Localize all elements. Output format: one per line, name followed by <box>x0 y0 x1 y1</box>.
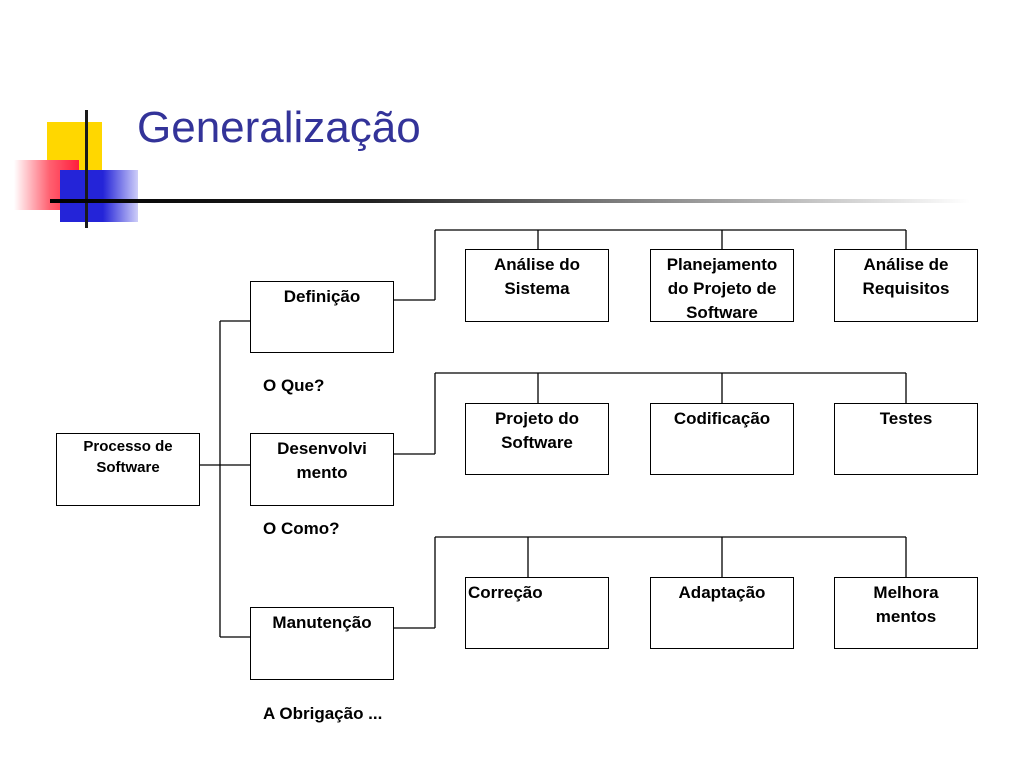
title-rule <box>50 199 970 203</box>
child-testes: Testes <box>834 403 978 475</box>
phase-manutencao: Manutenção <box>250 607 394 680</box>
phase-desenvolvimento: Desenvolvi mento <box>250 433 394 506</box>
note-o-que: O Que? <box>263 376 325 395</box>
child-planejamento-projeto: Planejamento do Projeto de Software <box>650 249 794 322</box>
phase-definicao: Definição <box>250 281 394 353</box>
slide-title: Generalização <box>137 103 421 152</box>
logo-blue-square <box>60 170 138 222</box>
child-analise-sistema: Análise do Sistema <box>465 249 609 322</box>
note-o-como: O Como? <box>263 519 340 538</box>
child-analise-requisitos: Análise de Requisitos <box>834 249 978 322</box>
root-node: Processo de Software <box>56 433 200 506</box>
note-a-obrigacao: A Obrigação ... <box>263 704 383 723</box>
child-codificacao: Codificação <box>650 403 794 475</box>
slide-logo <box>0 0 160 240</box>
logo-vertical-line <box>85 110 88 228</box>
child-projeto-software: Projeto do Software <box>465 403 609 475</box>
child-melhoramentos: Melhora mentos <box>834 577 978 649</box>
child-adaptacao: Adaptação <box>650 577 794 649</box>
child-correcao: Correção <box>465 577 609 649</box>
